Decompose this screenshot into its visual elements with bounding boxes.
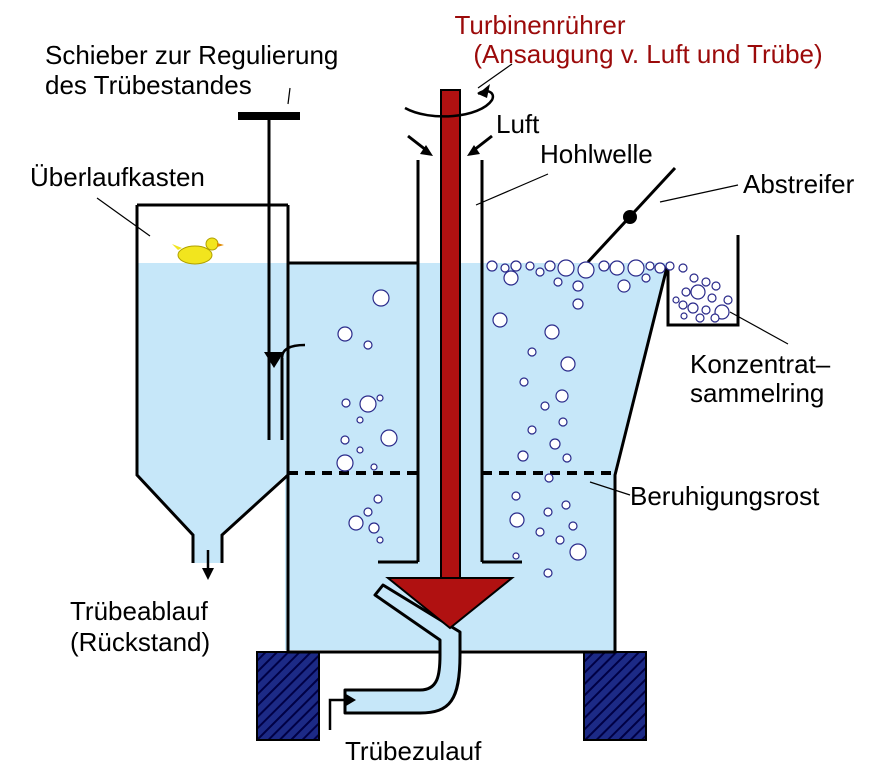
foundation-left xyxy=(256,651,320,741)
label-turbine-line2: (Ansaugung v. Luft und Trübe) xyxy=(473,39,822,69)
label-feed: Trübezulauf xyxy=(345,736,482,766)
label-gate-line1: Schieber zur Regulierung xyxy=(45,40,338,70)
air-arrow-right xyxy=(473,134,493,152)
overflow-box-inner-wall xyxy=(220,205,290,563)
overflow-box-slurry xyxy=(137,263,285,535)
gate-flow-head xyxy=(264,352,284,368)
label-scraper: Abstreifer xyxy=(743,169,855,199)
label-concentrate-line1: Konzentrat– xyxy=(690,349,831,379)
label-calming-grid: Beruhigungsrost xyxy=(630,481,820,511)
foundation-right xyxy=(583,651,647,741)
label-concentrate-line2: sammelring xyxy=(690,378,824,408)
label-tailings-line2: (Rückstand) xyxy=(70,627,210,657)
turbine-shaft xyxy=(440,89,461,579)
rubber-duck-icon xyxy=(172,237,224,265)
label-turbine-line1: Turbinenrührer xyxy=(454,10,625,40)
leader-scraper xyxy=(659,184,739,203)
air-bubble-icon xyxy=(336,259,733,578)
leader-concentrate xyxy=(729,311,789,345)
leader-calming-grid xyxy=(589,481,631,496)
feed-arrow-head xyxy=(346,694,356,706)
concentrate-ring xyxy=(666,235,740,327)
gate-flow-arrow xyxy=(280,343,306,359)
air-arrow-right-head xyxy=(467,145,480,156)
feed-arrow xyxy=(328,698,348,730)
label-gate-line2: des Trübestandes xyxy=(45,70,252,100)
gate-handle xyxy=(238,112,300,120)
air-arrow-left xyxy=(407,134,427,152)
leader-turbine xyxy=(477,63,513,89)
feed-pipe xyxy=(343,583,462,715)
label-overflow-box: Überlaufkasten xyxy=(30,162,205,192)
label-tailings-line1: Trübeablauf xyxy=(70,596,209,626)
air-arrow-left-head xyxy=(420,145,433,156)
main-tank-wall-right xyxy=(613,262,670,652)
tailings-arrow-head xyxy=(202,568,214,580)
overflow-box-outline xyxy=(135,205,195,563)
label-hollow-shaft: Hohlwelle xyxy=(540,139,653,169)
leader-gate xyxy=(287,87,291,105)
leader-overflow xyxy=(96,197,151,237)
turbine-impeller xyxy=(385,577,515,630)
leader-hollow-shaft xyxy=(475,173,549,206)
scraper-pivot xyxy=(623,210,637,224)
rotation-arrow-head xyxy=(478,84,490,98)
label-air: Luft xyxy=(496,109,540,139)
